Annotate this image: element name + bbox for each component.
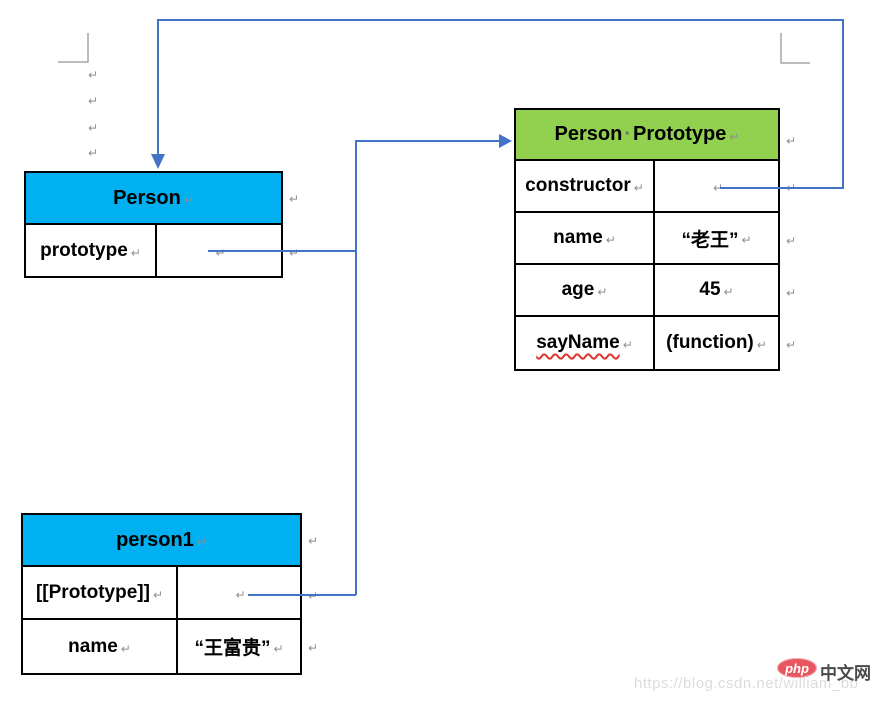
pilcrow-mark: ↵ <box>308 534 319 548</box>
sayname-value-cell: (function)↵ <box>655 317 778 369</box>
cell-label: sayName <box>536 332 620 353</box>
person1-table-title: person1 <box>116 528 194 551</box>
pilcrow-mark: ↵ <box>597 285 608 299</box>
cell-label: age <box>561 279 595 300</box>
cell-value: “王富贵” <box>194 638 271 659</box>
person-table-title: Person <box>113 186 181 209</box>
pilcrow-mark: ↵ <box>712 181 724 195</box>
pilcrow-mark: ↵ <box>729 129 740 144</box>
pilcrow-mark: ↵ <box>786 286 797 300</box>
arrowhead-down-icon <box>151 154 165 169</box>
table-row: name↵ “王富贵”↵ <box>23 620 300 673</box>
php-logo-text: php <box>785 660 809 676</box>
person-table-header: Person↵ <box>26 173 281 225</box>
pilcrow-mark: ↵ <box>273 641 284 656</box>
pilcrow-mark: ↵ <box>786 181 797 195</box>
person-prototype-value-cell: ↵ <box>157 225 281 276</box>
name-value-cell: “老王”↵ <box>655 213 778 263</box>
name-key-cell: name↵ <box>516 213 655 263</box>
pilcrow-mark: ↵ <box>308 641 319 655</box>
person-prototype-table-title-2: Prototype <box>633 123 727 145</box>
arrowhead-right-icon <box>499 134 512 148</box>
pilcrow-mark: ↵ <box>756 338 767 352</box>
cell-label: name <box>68 635 118 657</box>
space-dot-mark: · <box>624 123 632 145</box>
age-key-cell: age↵ <box>516 265 655 315</box>
age-value-cell: 45↵ <box>655 265 778 315</box>
cell-label: name <box>553 227 603 248</box>
watermark-brand: 中文网 <box>820 664 871 683</box>
pilcrow-mark: ↵ <box>183 193 194 207</box>
pilcrow-mark: ↵ <box>196 535 207 549</box>
person-prototype-table-title: Person <box>554 123 623 145</box>
table-row: prototype↵ ↵ <box>26 225 281 276</box>
cell-label: constructor <box>525 175 631 196</box>
person-prototype-table-header: Person·Prototype↵ <box>516 110 778 161</box>
pilcrow-mark: ↵ <box>88 68 99 82</box>
pilcrow-mark: ↵ <box>786 134 797 148</box>
pilcrow-mark: ↵ <box>308 589 319 603</box>
person1-table: person1↵ [[Prototype]]↵ ↵ name↵ “王富贵”↵ <box>21 513 302 675</box>
cell-value: “老王” <box>681 229 739 251</box>
person-prototype-key-cell: prototype↵ <box>26 225 157 276</box>
internal-prototype-value-cell: ↵ <box>178 567 300 618</box>
pilcrow-mark: ↵ <box>215 245 226 260</box>
pilcrow-mark: ↵ <box>152 587 164 602</box>
pilcrow-mark: ↵ <box>633 181 644 195</box>
pilcrow-mark: ↵ <box>88 121 99 135</box>
pilcrow-mark: ↵ <box>741 233 752 247</box>
table-row: age↵ 45↵ <box>516 265 778 317</box>
cell-value: (function) <box>666 332 754 353</box>
table-row: sayName↵ (function)↵ <box>516 317 778 369</box>
person1-table-header: person1↵ <box>23 515 300 567</box>
cell-label: prototype <box>40 239 128 261</box>
pilcrow-mark: ↵ <box>120 641 131 656</box>
table-row: [[Prototype]]↵ ↵ <box>23 567 300 620</box>
pilcrow-mark: ↵ <box>130 245 141 260</box>
pilcrow-mark: ↵ <box>723 285 734 299</box>
sayname-key-cell: sayName↵ <box>516 317 655 369</box>
person-prototype-table: Person·Prototype↵ constructor↵ ↵ name↵ “… <box>514 108 780 371</box>
cell-label: [[Prototype]] <box>35 581 150 603</box>
php-logo-icon: php <box>777 658 817 678</box>
constructor-value-cell: ↵ <box>655 161 778 211</box>
table-row: constructor↵ ↵ <box>516 161 778 213</box>
person1-name-value-cell: “王富贵”↵ <box>178 620 300 673</box>
pilcrow-mark: ↵ <box>88 146 99 160</box>
table-row: name↵ “老王”↵ <box>516 213 778 265</box>
pilcrow-mark: ↵ <box>289 192 300 206</box>
person-table: Person↵ prototype↵ ↵ <box>24 171 283 278</box>
pilcrow-mark: ↵ <box>786 234 797 248</box>
pilcrow-mark: ↵ <box>622 338 633 352</box>
internal-prototype-key-cell: [[Prototype]]↵ <box>23 567 178 618</box>
pilcrow-mark: ↵ <box>235 587 246 602</box>
cell-value: 45 <box>699 279 721 300</box>
watermark-url: https://blog.csdn.net/william_bb <box>634 675 859 692</box>
pilcrow-mark: ↵ <box>88 94 99 108</box>
pilcrow-mark: ↵ <box>289 246 300 260</box>
person1-name-key-cell: name↵ <box>23 620 178 673</box>
page-corner-marks <box>58 33 810 64</box>
pilcrow-mark: ↵ <box>786 338 797 352</box>
pilcrow-mark: ↵ <box>605 233 616 247</box>
constructor-key-cell: constructor↵ <box>516 161 655 211</box>
